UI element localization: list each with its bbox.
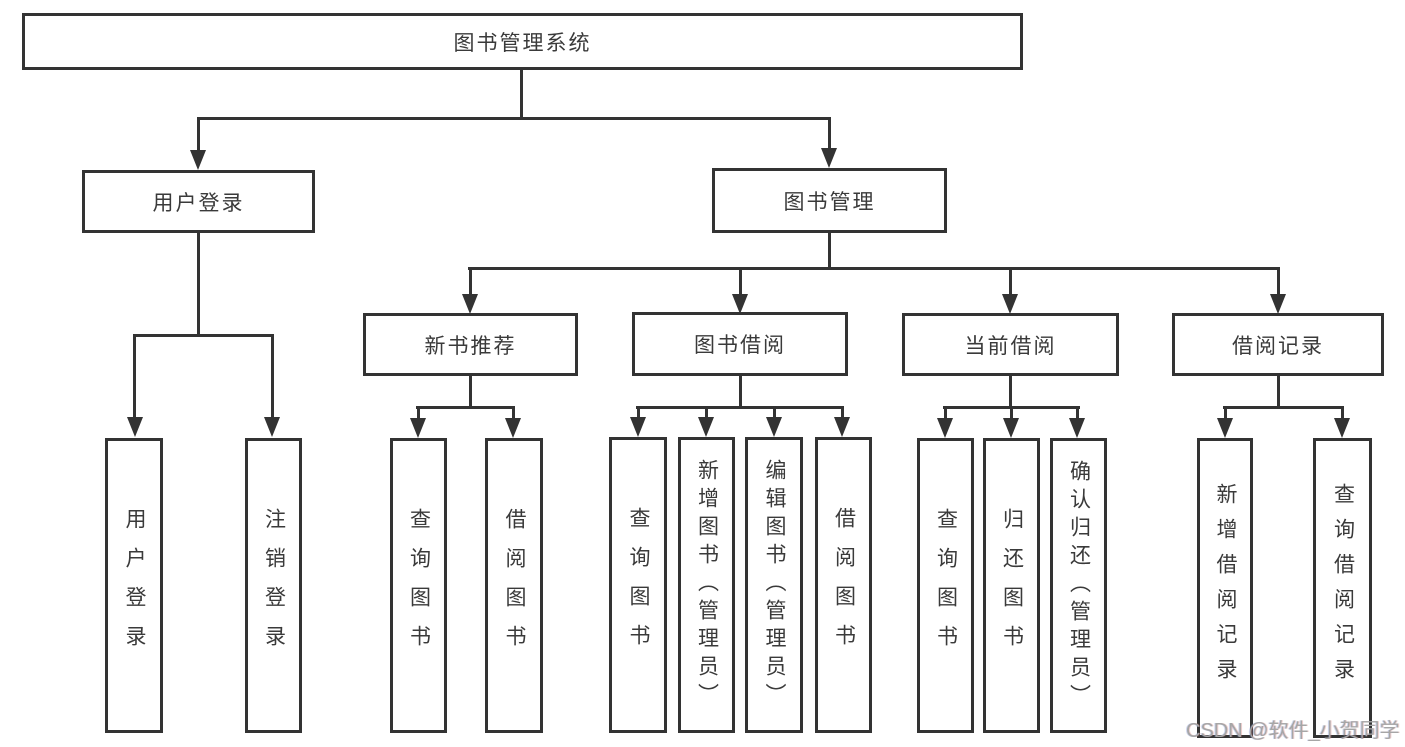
leaf-rec-query-books-label: 查询图书 [407, 507, 431, 664]
leaf-bb-edit-books-admin: 编辑图书（管理员） [745, 437, 803, 733]
node-borrow-records: 借阅记录 [1172, 313, 1384, 376]
leaf-cb-return-books-label: 归还图书 [1000, 507, 1024, 664]
leaf-rec-borrow-books-label: 借阅图书 [503, 507, 526, 664]
node-new-book-recommend: 新书推荐 [363, 313, 578, 376]
arrow-down-icon [1217, 418, 1233, 438]
connector-line [271, 334, 274, 418]
connector-line [944, 406, 947, 419]
arrow-down-icon [834, 417, 850, 437]
connector-line [416, 406, 515, 409]
leaf-bb-borrow-books: 借阅图书 [815, 437, 872, 733]
connector-line [773, 406, 776, 418]
connector-line [1277, 376, 1280, 409]
leaf-cb-return-books: 归还图书 [983, 438, 1040, 733]
node-user-login: 用户登录 [82, 170, 315, 233]
connector-line [417, 406, 420, 419]
leaf-logout: 注销登录 [245, 438, 302, 733]
node-new-book-recommend-label: 新书推荐 [424, 334, 517, 358]
arrow-down-icon [1002, 294, 1018, 314]
arrow-down-icon [127, 417, 143, 437]
connector-line [1010, 406, 1013, 419]
leaf-user-login-label: 用户登录 [123, 507, 146, 664]
leaf-cb-confirm-return-admin: 确认归还（管理员） [1050, 438, 1107, 733]
node-book-management-label: 图书管理 [783, 190, 876, 214]
leaf-br-add-record: 新增借阅记录 [1197, 438, 1253, 738]
leaf-bb-add-books-admin-label: 新增图书（管理员） [695, 459, 719, 711]
connector-line [1224, 406, 1227, 419]
leaf-rec-query-books: 查询图书 [390, 438, 447, 733]
connector-line [1277, 267, 1280, 295]
connector-line [1009, 267, 1012, 295]
connector-line [828, 117, 831, 149]
arrow-down-icon [732, 294, 748, 314]
leaf-cb-confirm-return-admin-label: 确认归还（管理员） [1067, 459, 1091, 712]
connector-line [512, 406, 515, 419]
connector-line [705, 406, 708, 418]
connector-line [841, 406, 844, 418]
arrow-down-icon [264, 417, 280, 437]
leaf-user-login: 用户登录 [105, 438, 163, 733]
connector-line [197, 117, 831, 120]
node-root-label: 图书管理系统 [453, 31, 592, 55]
leaf-bb-query-books-label: 查询图书 [627, 507, 650, 663]
arrow-down-icon [1334, 418, 1350, 438]
node-user-login-label: 用户登录 [152, 191, 245, 215]
connector-line [1009, 376, 1012, 409]
arrow-down-icon [766, 417, 782, 437]
leaf-br-add-record-label: 新增借阅记录 [1214, 483, 1237, 693]
arrow-down-icon [630, 417, 646, 437]
node-book-borrow-label: 图书借阅 [694, 334, 786, 357]
arrow-down-icon [1069, 418, 1085, 438]
leaf-bb-add-books-admin: 新增图书（管理员） [678, 437, 735, 733]
connector-line [637, 406, 640, 418]
leaf-bb-query-books: 查询图书 [609, 437, 667, 733]
leaf-rec-borrow-books: 借阅图书 [485, 438, 543, 733]
connector-line [468, 267, 1280, 270]
node-book-management: 图书管理 [712, 168, 947, 233]
leaf-cb-query-books-label: 查询图书 [934, 507, 958, 664]
connector-line [636, 406, 844, 409]
node-current-borrow: 当前借阅 [902, 313, 1119, 376]
leaf-bb-edit-books-admin-label: 编辑图书（管理员） [763, 459, 786, 711]
node-borrow-records-label: 借阅记录 [1232, 334, 1324, 358]
connector-line [469, 376, 472, 409]
connector-line [197, 233, 200, 336]
connector-line [520, 70, 523, 119]
arrow-down-icon [1003, 418, 1019, 438]
connector-line [1223, 406, 1344, 409]
node-current-borrow-label: 当前借阅 [964, 334, 1057, 358]
connector-line [1076, 406, 1079, 419]
leaf-br-query-record: 查询借阅记录 [1313, 438, 1372, 738]
connector-line [739, 267, 742, 295]
node-book-borrow: 图书借阅 [632, 312, 848, 376]
connector-line [1341, 406, 1344, 419]
arrow-down-icon [698, 417, 714, 437]
arrow-down-icon [937, 418, 953, 438]
connector-line [828, 233, 831, 270]
connector-line [133, 334, 136, 418]
arrow-down-icon [1270, 294, 1286, 314]
watermark: CSDN @软件_小贺同学 [1186, 720, 1400, 742]
node-root: 图书管理系统 [22, 13, 1023, 70]
connector-line [469, 267, 472, 295]
connector-line [739, 376, 742, 409]
leaf-cb-query-books: 查询图书 [917, 438, 974, 733]
leaf-logout-label: 注销登录 [262, 507, 286, 664]
connector-line [133, 334, 274, 337]
arrow-down-icon [410, 418, 426, 438]
connector-line [197, 117, 200, 151]
leaf-br-query-record-label: 查询借阅记录 [1331, 483, 1355, 693]
arrow-down-icon [462, 294, 478, 314]
arrow-down-icon [190, 150, 206, 170]
arrow-down-icon [505, 418, 521, 438]
arrow-down-icon [821, 148, 837, 168]
leaf-bb-borrow-books-label: 借阅图书 [832, 507, 856, 663]
